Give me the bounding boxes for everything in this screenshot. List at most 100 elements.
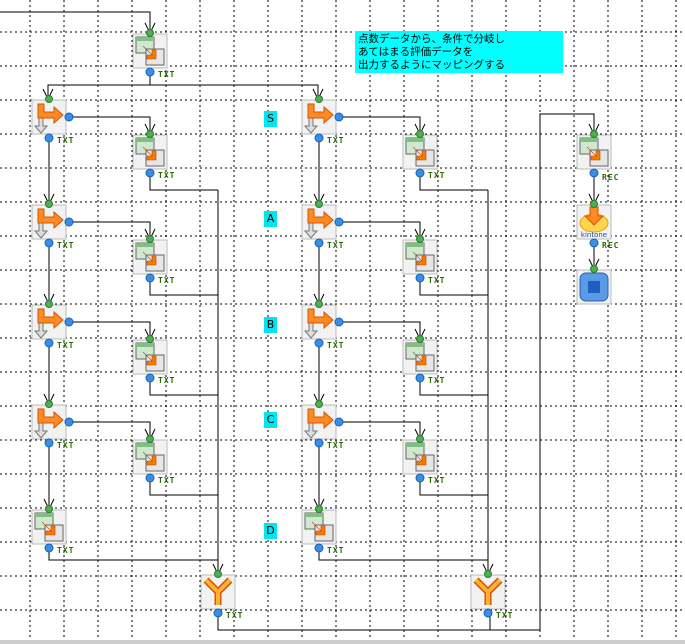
output-port[interactable] <box>64 217 74 227</box>
output-port[interactable] <box>44 438 54 448</box>
output-port[interactable] <box>145 373 155 383</box>
grade-label-d[interactable]: D <box>264 523 277 539</box>
output-port[interactable] <box>44 543 54 553</box>
output-port[interactable] <box>589 238 599 248</box>
input-port[interactable] <box>146 435 154 443</box>
input-port[interactable] <box>315 400 323 408</box>
kintone-writer-node[interactable]: kintone <box>576 204 612 240</box>
mapper-node[interactable] <box>576 134 612 170</box>
mapper-node[interactable] <box>402 134 438 170</box>
output-port[interactable] <box>145 473 155 483</box>
connector-line[interactable] <box>339 221 421 239</box>
output-port[interactable] <box>334 317 344 327</box>
mapper-node[interactable] <box>132 33 168 69</box>
condition-branch-node[interactable] <box>31 304 67 340</box>
grade-label-a[interactable]: A <box>264 211 277 227</box>
output-port[interactable] <box>314 338 324 348</box>
connector-line[interactable] <box>149 278 218 296</box>
output-port[interactable] <box>589 168 599 178</box>
connector-line[interactable] <box>419 478 488 496</box>
input-port[interactable] <box>146 235 154 243</box>
merge-node[interactable] <box>200 574 236 610</box>
output-port[interactable] <box>483 608 493 618</box>
input-port[interactable] <box>315 200 323 208</box>
connector-line[interactable] <box>47 72 151 99</box>
output-port[interactable] <box>145 67 155 77</box>
output-port[interactable] <box>415 168 425 178</box>
connector-line[interactable] <box>0 11 151 33</box>
mapper-node[interactable] <box>301 509 337 545</box>
input-port[interactable] <box>315 300 323 308</box>
input-port[interactable] <box>590 130 598 138</box>
mapper-node[interactable] <box>132 134 168 170</box>
output-port[interactable] <box>334 112 344 122</box>
output-port[interactable] <box>334 417 344 427</box>
connector-line[interactable] <box>217 612 490 631</box>
horizontal-scrollbar[interactable] <box>0 640 685 644</box>
condition-branch-node[interactable] <box>301 99 337 135</box>
connector-line[interactable] <box>69 116 151 134</box>
merge-node[interactable] <box>470 574 506 610</box>
output-port[interactable] <box>415 273 425 283</box>
output-port[interactable] <box>145 168 155 178</box>
connector-line[interactable] <box>149 378 218 396</box>
input-port[interactable] <box>146 335 154 343</box>
output-port[interactable] <box>314 133 324 143</box>
condition-branch-node[interactable] <box>31 404 67 440</box>
condition-branch-node[interactable] <box>301 204 337 240</box>
input-port[interactable] <box>315 505 323 513</box>
input-port[interactable] <box>416 130 424 138</box>
connector-line[interactable] <box>149 173 218 191</box>
output-port[interactable] <box>145 273 155 283</box>
mapper-node[interactable] <box>132 339 168 375</box>
connector-line[interactable] <box>69 221 151 239</box>
end-node[interactable] <box>576 269 612 305</box>
input-port[interactable] <box>45 95 53 103</box>
input-port[interactable] <box>45 300 53 308</box>
input-port[interactable] <box>45 505 53 513</box>
mapper-node[interactable] <box>132 239 168 275</box>
comment-note[interactable]: 点数データから、条件で分岐し あてはまる評価データを 出力するようにマッピングす… <box>355 31 563 73</box>
connector-line[interactable] <box>419 278 488 296</box>
condition-branch-node[interactable] <box>301 404 337 440</box>
input-port[interactable] <box>590 200 598 208</box>
connector-line[interactable] <box>419 378 488 396</box>
output-port[interactable] <box>44 238 54 248</box>
connector-line[interactable] <box>339 421 421 439</box>
output-port[interactable] <box>44 133 54 143</box>
input-port[interactable] <box>590 265 598 273</box>
grade-label-c[interactable]: C <box>264 412 277 428</box>
output-port[interactable] <box>64 317 74 327</box>
output-port[interactable] <box>44 338 54 348</box>
connector-line[interactable] <box>149 478 218 496</box>
output-port[interactable] <box>64 417 74 427</box>
mapper-node[interactable] <box>402 239 438 275</box>
connector-line[interactable] <box>489 113 595 631</box>
mapper-node[interactable] <box>31 509 67 545</box>
connector-line[interactable] <box>419 173 488 191</box>
input-port[interactable] <box>214 570 222 578</box>
output-port[interactable] <box>415 373 425 383</box>
condition-branch-node[interactable] <box>31 204 67 240</box>
output-port[interactable] <box>415 473 425 483</box>
output-port[interactable] <box>334 217 344 227</box>
output-port[interactable] <box>314 238 324 248</box>
input-port[interactable] <box>416 435 424 443</box>
grade-label-s[interactable]: S <box>264 111 277 127</box>
input-port[interactable] <box>146 29 154 37</box>
output-port[interactable] <box>213 608 223 618</box>
output-port[interactable] <box>64 112 74 122</box>
condition-branch-node[interactable] <box>31 99 67 135</box>
connector-line[interactable] <box>339 116 421 134</box>
connector-line[interactable] <box>69 421 151 439</box>
condition-branch-node[interactable] <box>301 304 337 340</box>
input-port[interactable] <box>416 235 424 243</box>
input-port[interactable] <box>45 200 53 208</box>
input-port[interactable] <box>416 335 424 343</box>
input-port[interactable] <box>45 400 53 408</box>
output-port[interactable] <box>314 438 324 448</box>
input-port[interactable] <box>315 95 323 103</box>
mapper-node[interactable] <box>402 439 438 475</box>
connector-line[interactable] <box>150 84 319 99</box>
